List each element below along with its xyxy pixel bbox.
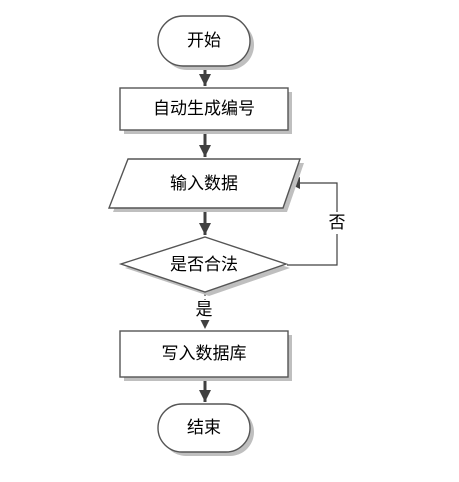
node-write-label: 写入数据库 (162, 344, 247, 364)
node-write: 写入数据库 (119, 330, 292, 381)
node-start-label: 开始 (187, 31, 221, 51)
node-start: 开始 (157, 15, 254, 70)
node-input-label: 输入数据 (170, 174, 238, 194)
edge-label-yes-bg (194, 300, 214, 320)
node-check-label: 是否合法 (170, 255, 238, 275)
node-check: 是否合法 (118, 236, 290, 296)
node-generate: 自动生成编号 (119, 87, 292, 134)
node-input: 输入数据 (107, 158, 304, 212)
edge-label-yes: 是 (196, 300, 213, 320)
edge-label-no: 否 (329, 213, 346, 233)
node-end: 结束 (157, 403, 254, 456)
edge-label-no-bg (327, 212, 347, 234)
node-generate-label: 自动生成编号 (153, 99, 255, 119)
node-end-label: 结束 (187, 418, 221, 438)
